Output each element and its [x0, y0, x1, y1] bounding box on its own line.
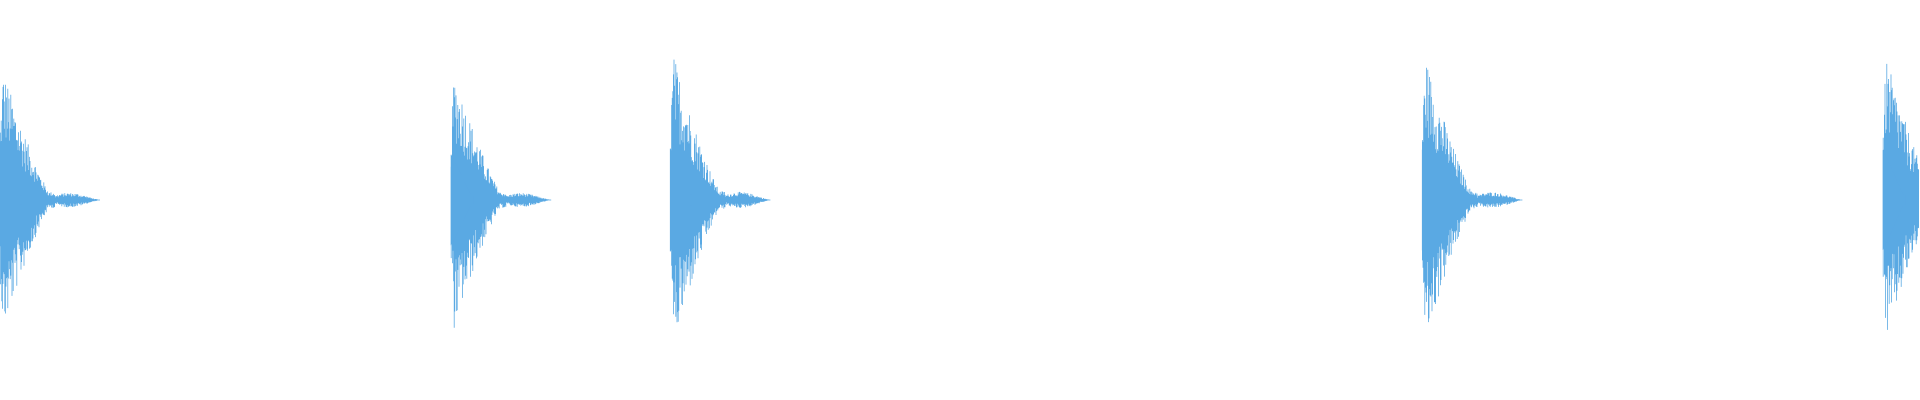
transient-core-4 [1421, 149, 1445, 251]
transient-core-1 [0, 153, 22, 247]
transient-core-5 [1882, 150, 1906, 250]
transient-4 [1421, 67, 1523, 323]
transient-core-2 [450, 154, 474, 246]
transient-2 [450, 87, 552, 328]
waveform-group [0, 59, 1919, 330]
transient-1 [0, 84, 100, 314]
transient-5 [1882, 63, 1919, 330]
transient-core-3 [669, 148, 693, 252]
transient-3 [669, 59, 771, 323]
